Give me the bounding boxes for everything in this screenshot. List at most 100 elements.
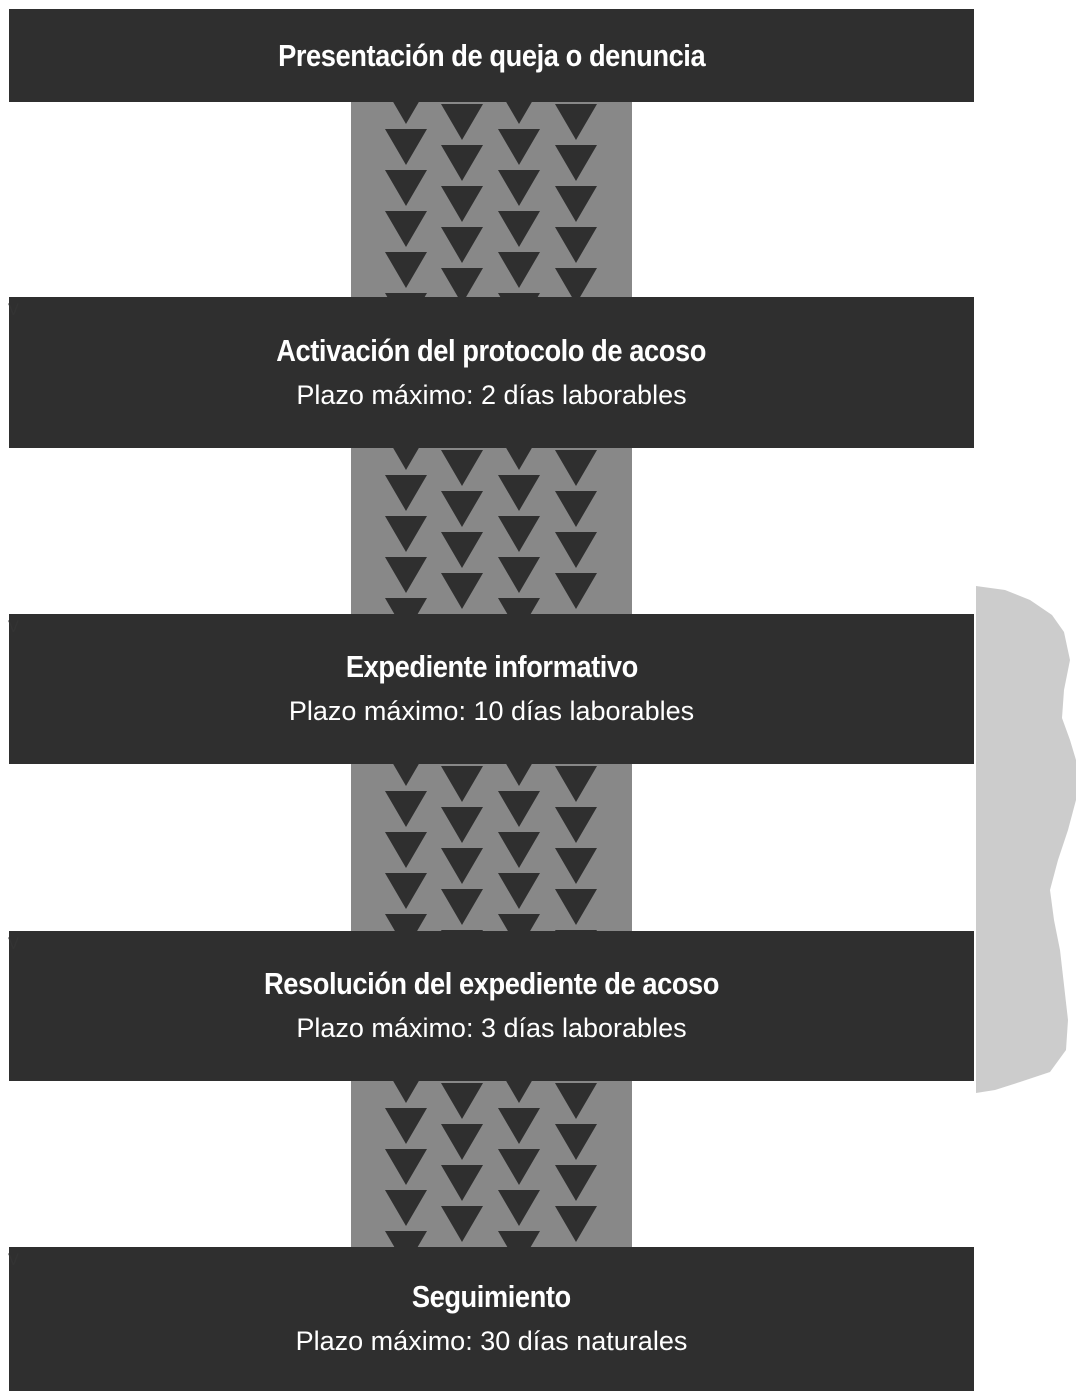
down-arrow-icon [385, 293, 427, 297]
step-title: Resolución del expediente de acoso [263, 966, 719, 1001]
down-arrow-icon [498, 832, 540, 868]
down-arrow-icon [498, 252, 540, 288]
down-arrow-icon [506, 1081, 532, 1103]
step-deadline: Plazo máximo: 30 días naturales [295, 1326, 688, 1356]
down-arrow-icon [498, 293, 540, 297]
down-arrow-icon [441, 848, 483, 884]
down-arrow-icon [498, 598, 540, 614]
down-arrow-icon [441, 1083, 483, 1119]
down-arrow-icon [555, 1124, 597, 1160]
connector-band [351, 448, 632, 614]
step-title: Activación del protocolo de acoso [276, 332, 707, 368]
down-arrow-icon [555, 145, 597, 181]
down-arrow-icon [555, 268, 597, 297]
v-marker: V [8, 1250, 19, 1269]
down-arrow-icon [555, 450, 597, 486]
down-arrow-icon [385, 129, 427, 165]
down-arrow-icon [385, 914, 427, 931]
down-arrow-icon [441, 491, 483, 527]
step-title: Presentación de queja o denuncia [277, 37, 706, 73]
down-arrow-icon [441, 1124, 483, 1160]
down-arrow-icon [385, 1190, 427, 1226]
down-arrow-icon [441, 1165, 483, 1201]
step-box-resolucion: Resolución del expediente de acoso Plazo… [9, 931, 974, 1081]
down-arrow-icon [385, 1108, 427, 1144]
v-marker: V [8, 300, 19, 319]
down-arrow-icon [555, 1083, 597, 1119]
down-arrow-icon [498, 557, 540, 593]
down-arrow-icon [385, 516, 427, 552]
down-arrow-icon [555, 532, 597, 568]
connector-band [351, 764, 632, 931]
step-box-activacion: Activación del protocolo de acoso Plazo … [9, 297, 974, 448]
down-arrow-icon [555, 491, 597, 527]
down-arrow-icon [385, 557, 427, 593]
down-arrow-icon [498, 1231, 540, 1247]
down-arrow-icon [555, 1206, 597, 1242]
down-arrow-icon [555, 104, 597, 140]
down-arrow-icon [498, 1190, 540, 1226]
v-marker: V [8, 934, 19, 953]
down-arrow-icon [498, 791, 540, 827]
down-arrow-icon [506, 102, 532, 124]
down-arrow-icon [441, 573, 483, 609]
down-arrow-icon [441, 807, 483, 843]
connector-band [351, 1081, 632, 1247]
down-arrow-icon [498, 873, 540, 909]
down-arrow-icon [385, 598, 427, 614]
down-arrow-icon [385, 475, 427, 511]
down-arrow-icon [441, 450, 483, 486]
down-arrow-icon [385, 1149, 427, 1185]
step-deadline: Plazo máximo: 3 días laborables [296, 1013, 687, 1043]
step-box-seguimiento: Seguimiento Plazo máximo: 30 días natura… [9, 1247, 974, 1391]
down-arrow-icon [555, 186, 597, 222]
down-arrow-icon [498, 1149, 540, 1185]
down-arrow-icon [441, 186, 483, 222]
down-arrow-icon [498, 914, 540, 931]
down-arrow-icon [498, 475, 540, 511]
down-arrow-icon [385, 1231, 427, 1247]
down-arrow-icon [555, 766, 597, 802]
down-arrow-icon [385, 252, 427, 288]
down-arrow-icon [506, 764, 532, 786]
down-arrow-icon [441, 268, 483, 297]
down-arrow-icon [393, 1081, 419, 1103]
down-arrow-icon [498, 129, 540, 165]
down-arrow-icon [385, 832, 427, 868]
down-arrow-icon [385, 873, 427, 909]
down-arrow-icon [393, 448, 419, 470]
step-title: Expediente informativo [345, 649, 638, 684]
v-marker: V [8, 617, 19, 636]
down-arrow-icon [555, 807, 597, 843]
down-arrow-icon [441, 145, 483, 181]
down-arrow-icon [385, 211, 427, 247]
down-arrow-icon [506, 448, 532, 470]
down-arrow-icon [498, 516, 540, 552]
down-arrow-icon [441, 930, 483, 931]
down-arrow-icon [385, 170, 427, 206]
step-deadline: Plazo máximo: 10 días laborables [288, 696, 695, 726]
step-deadline: Plazo máximo: 2 días laborables [296, 379, 687, 410]
down-arrow-icon [555, 930, 597, 931]
down-arrow-icon [555, 889, 597, 925]
down-arrow-icon [555, 227, 597, 263]
down-arrow-icon [393, 102, 419, 124]
down-arrow-icon [441, 227, 483, 263]
down-arrow-icon [555, 848, 597, 884]
down-arrow-icon [441, 104, 483, 140]
down-arrow-icon [441, 532, 483, 568]
step-box-expediente: Expediente informativo Plazo máximo: 10 … [9, 614, 974, 764]
down-arrow-icon [555, 573, 597, 609]
down-arrow-icon [385, 791, 427, 827]
down-arrow-icon [498, 1108, 540, 1144]
down-arrow-icon [441, 766, 483, 802]
step-box-presentacion: Presentación de queja o denuncia [9, 9, 974, 102]
down-arrow-icon [498, 211, 540, 247]
down-arrow-icon [498, 170, 540, 206]
down-arrow-icon [393, 764, 419, 786]
down-arrow-icon [441, 1206, 483, 1242]
down-arrow-icon [555, 1165, 597, 1201]
